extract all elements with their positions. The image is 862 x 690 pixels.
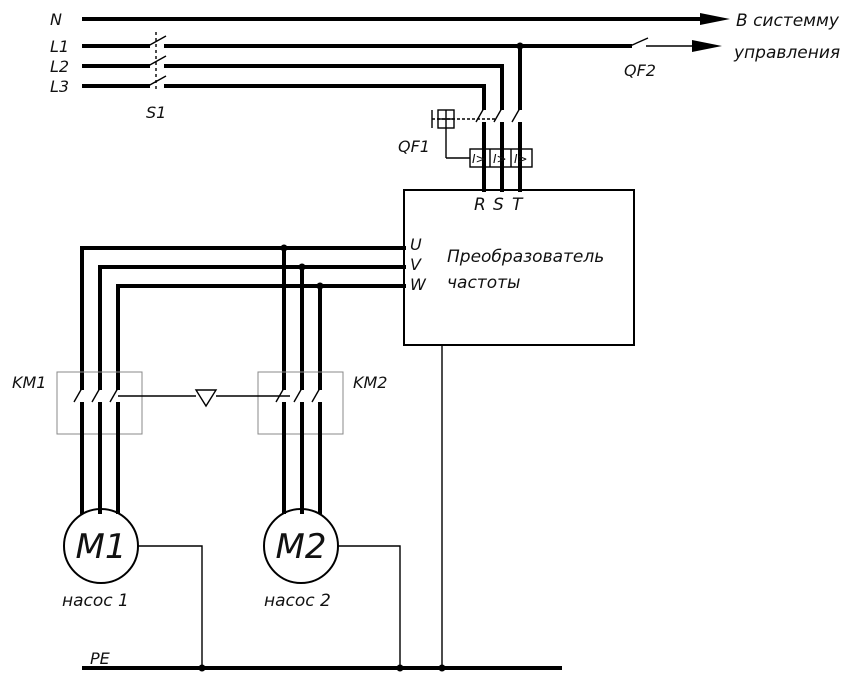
vfd-title-line1: Преобразователь xyxy=(447,247,604,267)
label-u: U xyxy=(410,235,422,254)
label-t: T xyxy=(512,195,524,215)
qf2-breaker xyxy=(629,37,722,52)
km2-contactor xyxy=(257,371,344,514)
interlock-link xyxy=(118,389,290,408)
supply-lines xyxy=(82,13,730,92)
vfd-output-lines xyxy=(80,244,406,390)
trip-label-s: I> xyxy=(493,152,507,166)
label-qf1: QF1 xyxy=(398,137,430,156)
label-n: N xyxy=(50,10,62,29)
trip-label-t: I> xyxy=(514,152,528,166)
label-s1: S1 xyxy=(146,103,166,122)
label-output-line1: В системму xyxy=(736,11,840,31)
motor-m2-label: M2 xyxy=(276,527,327,567)
label-l2: L2 xyxy=(50,57,69,76)
label-w: W xyxy=(410,275,427,294)
label-output-line2: управления xyxy=(733,43,840,63)
label-pump1: насос 1 xyxy=(62,591,129,611)
label-km2: KM2 xyxy=(353,373,387,392)
label-pump2: насос 2 xyxy=(264,591,331,611)
motor-m1-label: M1 xyxy=(76,527,127,567)
km1-contactor xyxy=(56,371,143,514)
label-r: R xyxy=(474,195,486,215)
trip-label-r: I> xyxy=(472,152,486,166)
label-pe: PE xyxy=(90,649,111,668)
pe-bus xyxy=(82,345,562,672)
label-qf2: QF2 xyxy=(624,61,656,80)
neutral-arrow xyxy=(700,13,730,25)
s1-switch xyxy=(147,32,167,92)
vfd-title-line2: частоты xyxy=(447,273,520,293)
label-l3: L3 xyxy=(50,77,69,96)
label-km1: KM1 xyxy=(12,373,46,392)
label-v: V xyxy=(410,255,422,274)
label-s: S xyxy=(493,195,504,215)
label-l1: L1 xyxy=(50,37,69,56)
qf1-breaker xyxy=(431,44,533,192)
